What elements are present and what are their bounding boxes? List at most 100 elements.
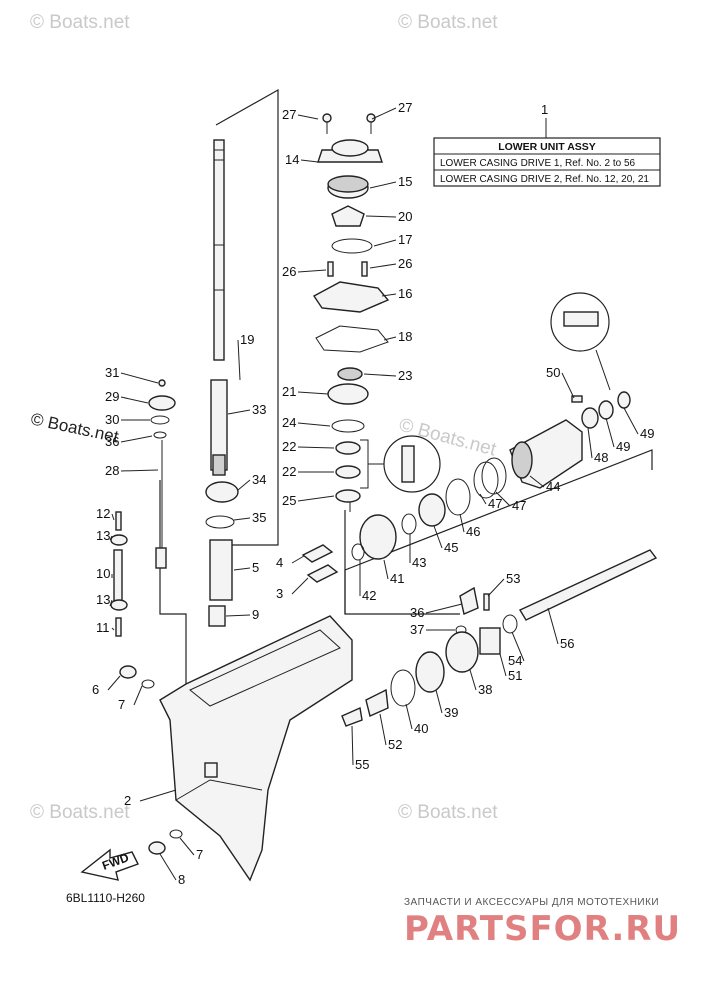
leader-line bbox=[433, 525, 443, 549]
callout-41: 41 bbox=[390, 571, 404, 586]
leader-line bbox=[159, 853, 177, 881]
callout-15: 15 bbox=[398, 174, 412, 189]
callout-40: 40 bbox=[414, 721, 428, 736]
callout-28: 28 bbox=[105, 463, 119, 478]
leader-line bbox=[233, 517, 251, 521]
callout-27: 27 bbox=[282, 107, 296, 122]
shift-rod-group bbox=[110, 379, 176, 637]
leader-line bbox=[179, 837, 195, 856]
leader-line bbox=[237, 479, 251, 491]
leader-line bbox=[499, 653, 507, 677]
callout-27: 27 bbox=[398, 100, 412, 115]
callout-6: 6 bbox=[92, 682, 99, 697]
brand-name: PARTSFOR.RU bbox=[404, 909, 681, 949]
leader-line bbox=[587, 427, 593, 459]
leader-line bbox=[291, 577, 309, 595]
assembly-info-box: 1 LOWER UNIT ASSY LOWER CASING DRIVE 1, … bbox=[433, 102, 661, 187]
leader-line bbox=[369, 181, 397, 189]
leader-line bbox=[297, 114, 319, 120]
anodes bbox=[301, 544, 339, 583]
callout-13: 13 bbox=[96, 592, 110, 607]
leader-line bbox=[111, 513, 115, 521]
callout-16: 16 bbox=[398, 286, 412, 301]
callout-53: 53 bbox=[506, 571, 520, 586]
callout-33: 33 bbox=[252, 402, 266, 417]
callout-29: 29 bbox=[105, 389, 119, 404]
callout-24: 24 bbox=[282, 415, 296, 430]
callout-9: 9 bbox=[252, 607, 259, 622]
callout-45: 45 bbox=[444, 540, 458, 555]
leader-line bbox=[383, 559, 389, 580]
leader-line bbox=[120, 372, 159, 384]
callout-36: 36 bbox=[105, 434, 119, 449]
leader-line bbox=[297, 269, 327, 273]
callout-4: 4 bbox=[276, 555, 283, 570]
lower-casing bbox=[119, 615, 353, 882]
leader-line bbox=[369, 263, 397, 269]
callout-5: 5 bbox=[252, 560, 259, 575]
callout-3: 3 bbox=[276, 586, 283, 601]
callout-47: 47 bbox=[512, 498, 526, 513]
leader-line bbox=[479, 493, 487, 505]
callout-2: 2 bbox=[124, 793, 131, 808]
callout-19: 19 bbox=[240, 332, 254, 347]
callout-51: 51 bbox=[508, 668, 522, 683]
callout-26: 26 bbox=[398, 256, 412, 271]
callout-26: 26 bbox=[282, 264, 296, 279]
callout-20: 20 bbox=[398, 209, 412, 224]
callout-31: 31 bbox=[105, 365, 119, 380]
info-box-line-1: LOWER CASING DRIVE 1, Ref. No. 2 to 56 bbox=[440, 158, 636, 169]
leader-line bbox=[297, 391, 329, 395]
leader-line bbox=[291, 555, 305, 564]
leader-line bbox=[107, 675, 121, 691]
watermark-bottom-left: © Boats.net bbox=[30, 802, 130, 823]
leader-line bbox=[469, 669, 477, 691]
callout-8: 8 bbox=[178, 872, 185, 887]
callout-42: 42 bbox=[362, 588, 376, 603]
detail-inset bbox=[360, 292, 611, 493]
leader-line bbox=[133, 685, 143, 706]
watermark-top-right: © Boats.net bbox=[398, 12, 498, 33]
leader-line bbox=[233, 567, 251, 571]
leader-line bbox=[351, 725, 354, 766]
callout-13: 13 bbox=[96, 528, 110, 543]
leader-line bbox=[365, 215, 397, 218]
leader-line bbox=[139, 789, 177, 802]
leader-line bbox=[529, 475, 545, 488]
callout-11: 11 bbox=[96, 620, 110, 635]
callout-48: 48 bbox=[594, 450, 608, 465]
callout-50: 50 bbox=[546, 365, 560, 380]
callout-54: 54 bbox=[508, 653, 522, 668]
leader-line bbox=[300, 159, 319, 163]
callout-12: 12 bbox=[96, 506, 110, 521]
leader-line bbox=[605, 417, 615, 448]
propeller-shaft-group bbox=[341, 391, 658, 727]
drive-shaft bbox=[210, 139, 228, 476]
leader-line bbox=[459, 513, 465, 533]
leader-line bbox=[561, 372, 575, 399]
callout-43: 43 bbox=[412, 555, 426, 570]
watermark-bottom-right: © Boats.net bbox=[398, 802, 498, 823]
callout-37: 37 bbox=[410, 622, 424, 637]
callout-14: 14 bbox=[285, 152, 299, 167]
leader-line bbox=[487, 578, 505, 597]
callout-55: 55 bbox=[355, 757, 369, 772]
callout-22: 22 bbox=[282, 464, 296, 479]
leader-line bbox=[363, 373, 397, 377]
leader-line bbox=[225, 614, 251, 617]
callout-34: 34 bbox=[252, 472, 266, 487]
leader-line bbox=[297, 422, 331, 427]
leader-line bbox=[511, 631, 525, 662]
info-box-line-2: LOWER CASING DRIVE 2, Ref. No. 12, 20, 2… bbox=[440, 174, 649, 185]
callout-39: 39 bbox=[444, 705, 458, 720]
callout-38: 38 bbox=[478, 682, 492, 697]
callout-25: 25 bbox=[282, 493, 296, 508]
callout-36: 36 bbox=[410, 605, 424, 620]
callout-46: 46 bbox=[466, 524, 480, 539]
diagram-code: 6BL1110-H260 bbox=[66, 891, 145, 905]
callout-17: 17 bbox=[398, 232, 412, 247]
leader-line bbox=[425, 603, 463, 614]
callout-56: 56 bbox=[560, 636, 574, 651]
